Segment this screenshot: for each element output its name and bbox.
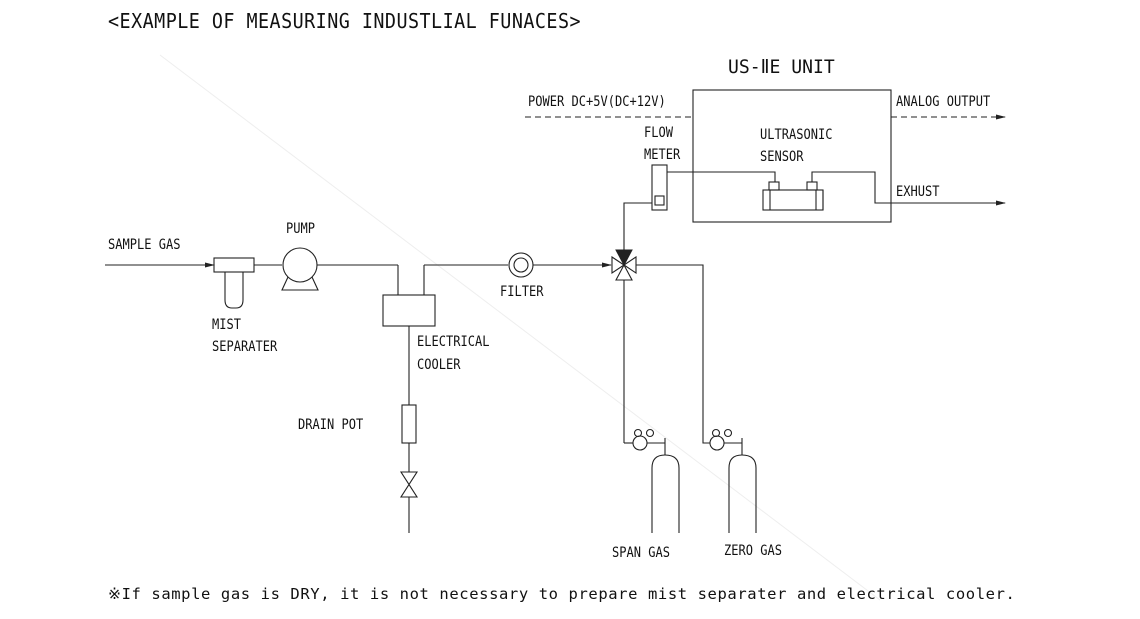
power-label: POWER DC+5V(DC+12V): [528, 94, 666, 110]
drain-pot-symbol: [401, 404, 417, 444]
flow-label: FLOW: [644, 125, 673, 141]
sample-gas-label: SAMPLE GAS: [108, 237, 181, 253]
footnote: ※If sample gas is DRY, it is not necessa…: [108, 585, 1016, 603]
faint-diagonal-line: [159, 54, 881, 601]
mist-label: MIST: [212, 317, 241, 333]
meter-label: METER: [644, 147, 681, 163]
us-unit-box: [692, 89, 892, 223]
span-gas-regulator-symbol: [632, 428, 666, 455]
drain-pot-label: DRAIN POT: [298, 417, 364, 433]
ultrasonic-label: ULTRASONIC: [760, 127, 833, 143]
span-gas-label: SPAN GAS: [612, 545, 670, 561]
sensor-label: SENSOR: [760, 149, 804, 165]
cooler-label: COOLER: [417, 357, 461, 373]
zero-gas-label: ZERO GAS: [724, 543, 782, 559]
separater-label: SEPARATER: [212, 339, 278, 355]
drain-valve-symbol: [399, 471, 419, 498]
analog-output-label: ANALOG OUTPUT: [896, 94, 991, 110]
zero-gas-regulator-symbol: [709, 428, 743, 455]
mist-separater-symbol: [213, 257, 255, 309]
filter-symbol: [508, 252, 534, 278]
flow-meter-symbol: [651, 164, 668, 211]
ultrasonic-sensor-symbol: [762, 181, 824, 211]
electrical-label: ELECTRICAL: [417, 334, 490, 350]
electrical-cooler-symbol: [382, 265, 436, 327]
filter-label: FILTER: [500, 284, 544, 300]
zero-gas-cylinder-symbol: [728, 454, 757, 533]
pump-label: PUMP: [286, 221, 315, 237]
unit-title: US-ⅡE UNIT: [728, 56, 835, 78]
span-gas-cylinder-symbol: [651, 454, 680, 533]
three-way-valve-symbol: [611, 249, 637, 281]
diagram-title: <EXAMPLE OF MEASURING INDUSTLIAL FUNACES…: [108, 9, 582, 33]
pump-symbol: [281, 247, 319, 291]
exhust-label: EXHUST: [896, 184, 940, 200]
